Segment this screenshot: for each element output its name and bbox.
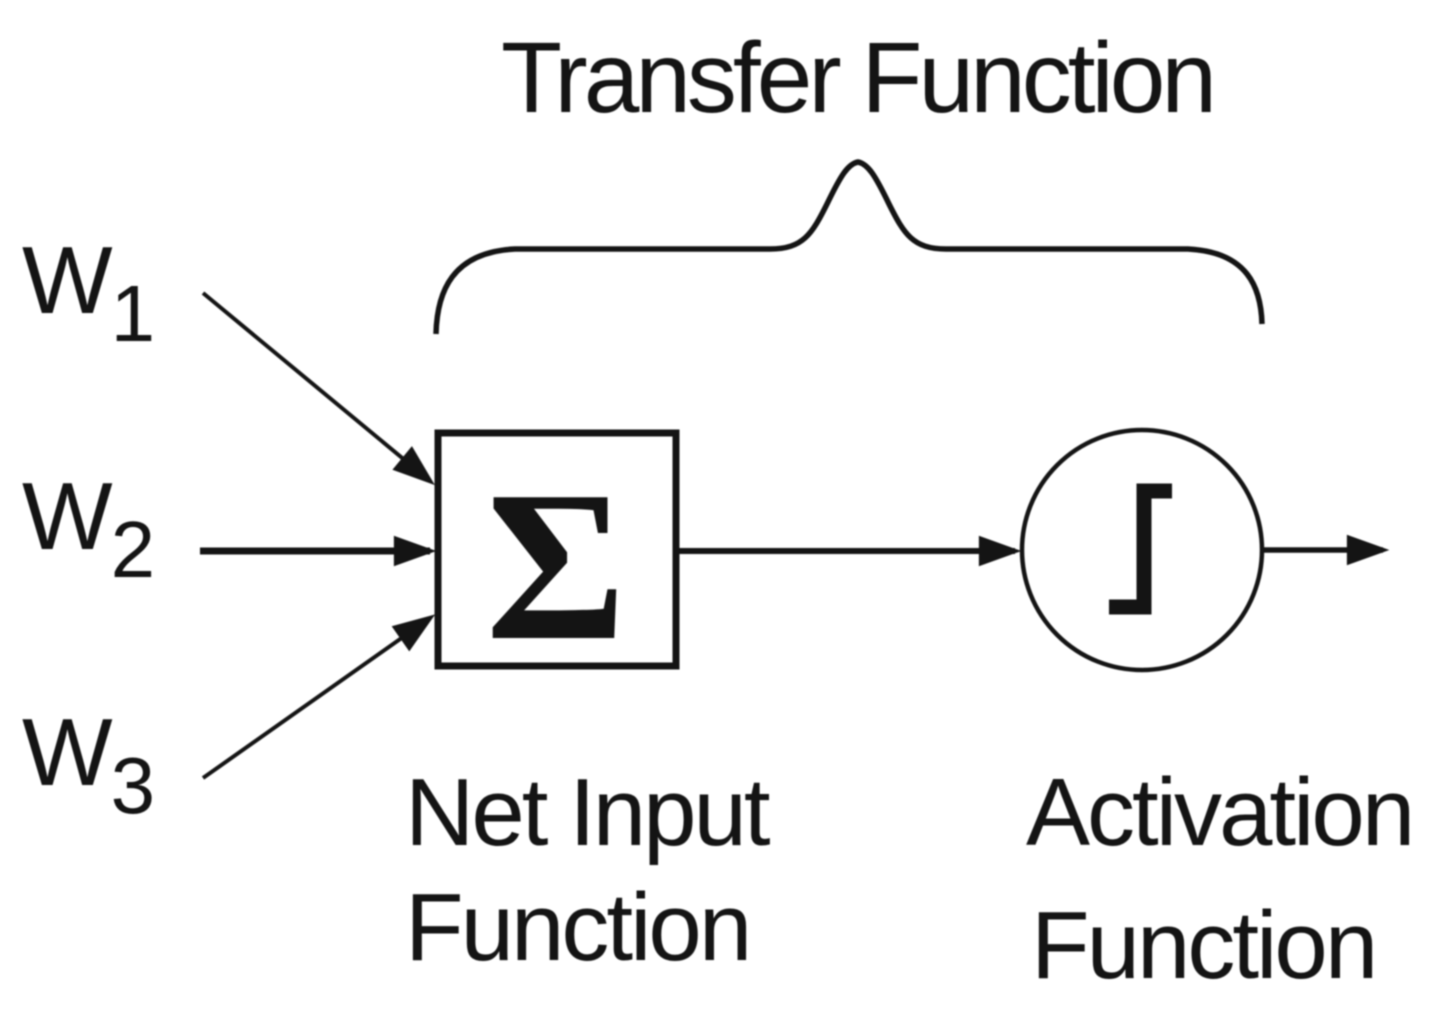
w3-symbol: W — [22, 699, 113, 806]
activation-caption-line1: Activation — [1026, 759, 1412, 866]
w1-subscript: 1 — [111, 269, 154, 358]
w3-subscript: 3 — [111, 741, 154, 830]
step-function-icon — [1109, 483, 1172, 615]
transfer-function-brace — [433, 159, 1265, 335]
transfer-function-label: Transfer Function — [501, 22, 1213, 134]
arrow-w3-to-sum — [201, 614, 436, 780]
weight-label-w1: W1 — [22, 227, 153, 358]
activation-caption-line2: Function — [1031, 892, 1375, 999]
w1-symbol: W — [22, 227, 113, 334]
net-input-caption-line2: Function — [405, 874, 749, 981]
weight-label-w3: W3 — [22, 699, 153, 830]
arrow-w1-to-sum — [201, 291, 435, 486]
weight-label-w2: W2 — [22, 463, 153, 594]
activation-circle — [1019, 427, 1265, 673]
net-input-caption-line1: Net Input — [405, 759, 770, 866]
sigma-symbol: Σ — [486, 446, 627, 685]
w2-symbol: W — [22, 463, 113, 570]
w2-subscript: 2 — [111, 505, 154, 594]
